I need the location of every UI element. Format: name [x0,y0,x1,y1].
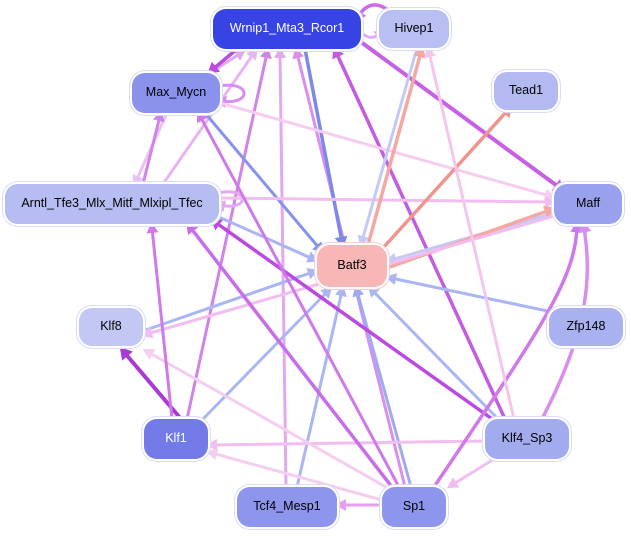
arrowhead-sp1-wrnip1 [292,47,305,60]
edge-wrnip1-batf3 [303,47,344,244]
arrowhead-zfp148-batf3 [385,273,398,285]
node-label-arntl: Arntl_Tfe3_Mlx_Mitf_Mlxipl_Tfec [21,196,203,211]
edge-klf1-batf3 [201,289,330,421]
arrowhead-klf4_sp3-klf1 [205,438,218,451]
arrowhead-klf1-batf3 [320,286,333,299]
edge-klf8-batf3 [141,270,315,333]
edge-sp1-max_mycn [198,114,401,489]
node-label-batf3: Batf3 [337,258,367,273]
node-label-tead1: Tead1 [508,83,544,98]
edge-wrnip1-maff [359,40,562,190]
arrowhead-max_mycn-wrnip1 [233,49,247,61]
node-arntl[interactable]: Arntl_Tfe3_Mlx_Mitf_Mlxipl_Tfec [5,184,219,224]
arrowhead-sp1-klf1 [206,448,219,461]
node-label-zfp148: Zfp148 [566,319,606,334]
arrowhead-hivep1-batf3 [357,234,370,247]
edge-hivep1-batf3 [360,46,419,243]
arrowhead-klf4_sp3-hivep1 [424,46,436,59]
edge-sp1-maff [432,225,579,489]
arrowhead-klf4_sp3-maff [578,220,592,234]
edge-tcf4_mesp1-batf3 [295,289,344,489]
arrowhead-arntl-wrnip1 [246,48,258,61]
edge-klf4_sp3-hivep1 [427,50,516,421]
edge-arntl-maff [217,196,552,204]
node-max_mycn[interactable]: Max_Mycn [132,73,220,113]
node-klf1[interactable]: Klf1 [144,419,208,459]
node-label-sp1: Sp1 [402,499,426,514]
node-hivep1[interactable]: Hivep1 [379,10,449,48]
edge-wrnip1-max_mycn [210,47,239,72]
edge-max_mycn-batf3 [203,111,322,251]
node-maff[interactable]: Maff [554,184,622,224]
edge-batf3-tead1 [381,108,510,250]
edge-klf4_sp3-arntl [213,220,497,423]
arrowhead-sp1-arntl [186,222,199,236]
arrowhead-max_mycn-arntl [132,174,144,187]
node-klf4_sp3[interactable]: Klf4_Sp3 [485,419,569,459]
arrowhead-tcf4_mesp1-batf3 [335,285,347,298]
edge-batf3-maff [385,208,552,270]
node-batf3[interactable]: Batf3 [317,245,387,287]
edge-max_mycn-max_mycn [217,83,246,104]
node-label-wrnip1: Wrnip1_Mta3_Rcor1 [229,21,345,36]
node-label-maff: Maff [575,196,601,211]
edge-sp1-arntl [188,225,394,489]
edge-batf3-hivep1 [366,50,423,247]
node-wrnip1[interactable]: Wrnip1_Mta3_Rcor1 [213,9,361,49]
arrowhead-wrnip1-max_mycn [207,61,221,75]
arrowhead-klf1-wrnip1 [260,47,272,60]
edge-sp1-klf8 [146,350,388,489]
arrowhead-klf4_sp3-batf3 [367,285,380,298]
arrowhead-klf4_sp3-wrnip1 [332,46,345,60]
edge-sp1-klf1 [210,451,384,502]
arrowhead-sp1-klf8 [142,349,156,360]
edge-zfp148-batf3 [389,276,554,314]
arrowhead-sp1-max_mycn [197,110,208,124]
arrowhead-klf1-arntl [146,221,159,234]
arrowhead-klf4_sp3-sp1 [446,477,460,489]
edge-klf4_sp3-klf1 [210,439,487,447]
node-label-klf4_sp3: Klf4_Sp3 [501,431,553,446]
node-label-tcf4_mesp1: Tcf4_Mesp1 [253,499,321,514]
arrowhead-sp1-batf3 [352,285,365,298]
edge-klf4_sp3-sp1 [450,457,496,487]
edge-klf4_sp3-wrnip1 [334,50,507,421]
node-sp1[interactable]: Sp1 [382,487,446,527]
arrowhead-arntl-maff [544,195,557,208]
node-tcf4_mesp1[interactable]: Tcf4_Mesp1 [237,487,337,527]
arrowhead-batf3-hivep1 [413,45,426,59]
arrowhead-sp1-tcf4_mesp1 [334,499,346,511]
node-label-klf8: Klf8 [100,319,122,334]
node-label-hivep1: Hivep1 [394,21,434,36]
node-klf8[interactable]: Klf8 [79,308,143,346]
arrowhead-arntl-batf3 [306,251,319,263]
node-zfp148[interactable]: Zfp148 [549,308,623,346]
edge-max_mycn-maff [218,101,552,198]
node-tead1[interactable]: Tead1 [494,72,558,110]
arrowhead-tcf4_mesp1-wrnip1 [274,46,287,59]
edge-arntl-max_mycn [141,114,162,186]
arrowhead-klf1-klf8 [119,346,133,361]
edge-klf4_sp3-batf3 [370,288,500,421]
arrowhead-batf3-maff [542,205,556,218]
arrowhead-maff-klf8 [141,326,154,339]
arrowhead-arntl-max_mycn [152,110,165,123]
edge-sp1-batf3 [355,289,413,489]
arrowhead-klf8-batf3 [306,267,319,280]
edge-klf1-arntl [150,226,174,421]
node-label-max_mycn: Max_Mycn [145,85,207,100]
node-label-klf1: Klf1 [165,431,187,446]
